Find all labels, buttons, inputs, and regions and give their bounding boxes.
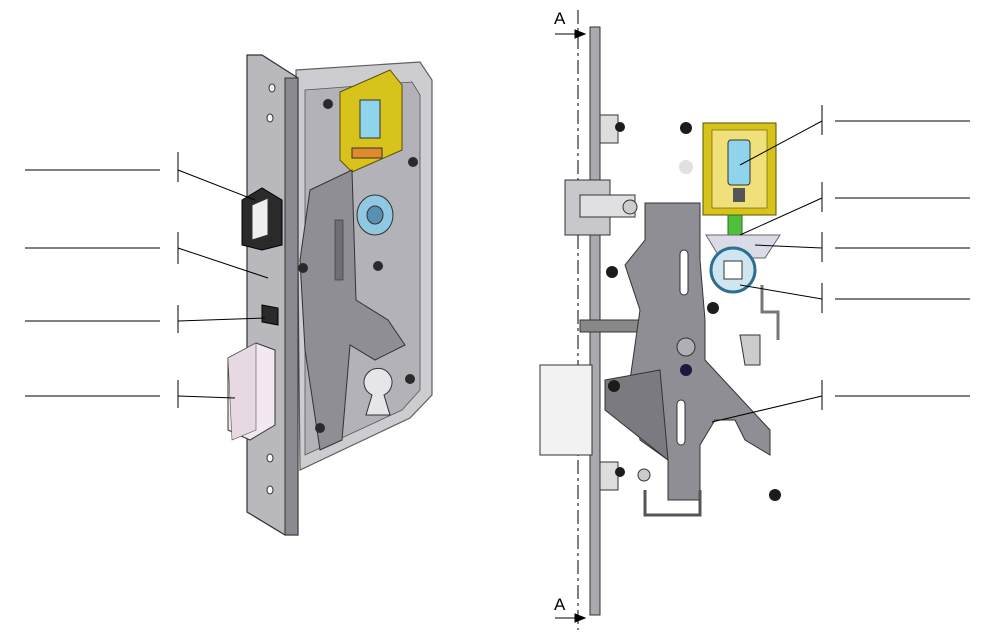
deadbolt-section bbox=[539, 364, 593, 456]
section-arrow-top bbox=[555, 29, 587, 39]
latch-bolt bbox=[241, 187, 283, 251]
left-callouts bbox=[25, 152, 269, 408]
callout-follower bbox=[739, 283, 970, 313]
isometric-lock-view bbox=[227, 54, 433, 536]
callout-lever bbox=[711, 380, 970, 423]
screws bbox=[298, 99, 418, 433]
spring-wire bbox=[760, 285, 780, 340]
faceplate-screw-holes bbox=[266, 83, 276, 495]
section-label-top: A bbox=[554, 9, 566, 28]
lever-arm bbox=[604, 369, 669, 462]
screws-section bbox=[606, 122, 781, 501]
callout-auxiliary-latch bbox=[25, 305, 266, 333]
u-bracket bbox=[643, 490, 702, 517]
callout-solenoid bbox=[739, 105, 970, 166]
solenoid-section bbox=[702, 122, 777, 251]
section-view: A A bbox=[539, 9, 781, 630]
section-arrow-bottom bbox=[555, 613, 587, 623]
cam-section bbox=[705, 234, 781, 294]
right-callouts bbox=[711, 105, 970, 423]
callout-deadbolt bbox=[25, 380, 236, 408]
callout-cam bbox=[754, 232, 970, 262]
section-label-bottom: A bbox=[554, 595, 566, 614]
deadbolt bbox=[227, 342, 276, 441]
main-lever bbox=[299, 169, 406, 451]
callout-faceplate bbox=[25, 232, 269, 279]
callout-latch-bolt bbox=[25, 152, 256, 201]
callout-plunger bbox=[739, 182, 970, 236]
keyhole bbox=[363, 367, 393, 416]
auxiliary-latch bbox=[261, 304, 279, 326]
solenoid-module bbox=[339, 69, 403, 173]
